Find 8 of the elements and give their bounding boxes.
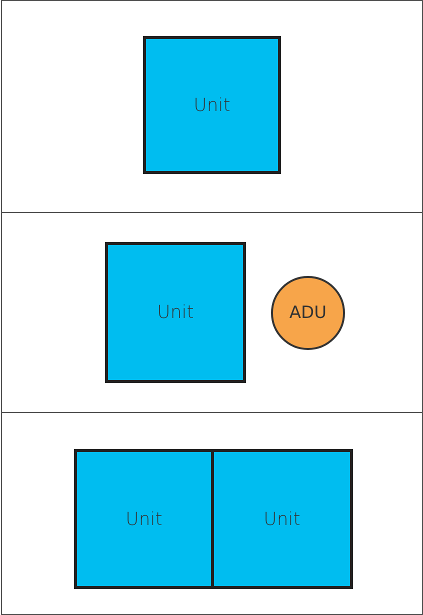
- panel: [1, 0, 423, 213]
- unit-square: Unit: [105, 242, 246, 383]
- unit-square: Unit: [211, 449, 353, 589]
- unit-square: Unit: [74, 449, 214, 589]
- panel: [1, 412, 423, 615]
- panel: [1, 212, 423, 413]
- adu-circle: ADU: [271, 276, 345, 350]
- unit-square: Unit: [143, 36, 281, 174]
